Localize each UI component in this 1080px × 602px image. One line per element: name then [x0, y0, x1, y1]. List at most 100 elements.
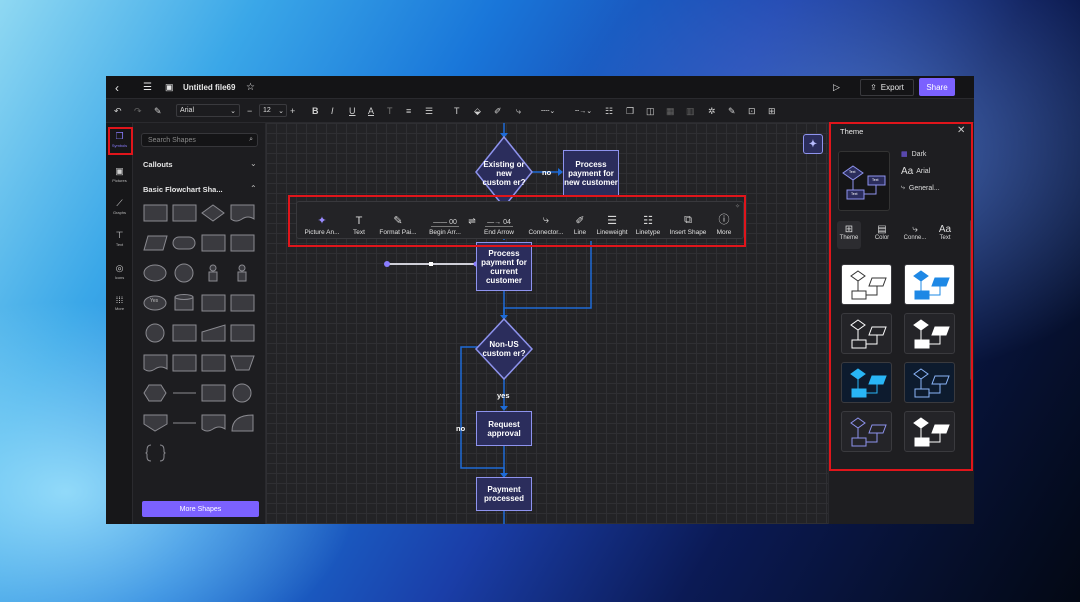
node-payment-processed[interactable]: Payment processed	[476, 477, 532, 511]
underline-icon[interactable]: U	[349, 106, 356, 116]
tab-color[interactable]: ▤Color	[870, 224, 894, 241]
shape-item-rect[interactable]	[230, 292, 255, 314]
shape-item-ellipse[interactable]	[143, 262, 168, 284]
begin-arrow-button[interactable]: —— 00 Begin Arr...	[429, 219, 461, 236]
rail-item-symbols[interactable]: ❒Symbols	[106, 131, 133, 148]
export-button[interactable]: ⇪Export	[860, 79, 914, 96]
bold-icon[interactable]: B	[312, 106, 319, 116]
ai-assistant-icon[interactable]: ✦	[803, 134, 823, 154]
arrow-style-select[interactable]: ╌→⌄	[575, 107, 593, 115]
chevron-up-icon[interactable]: ⌃	[250, 184, 257, 193]
shape-item-person[interactable]	[230, 262, 255, 284]
shape-item-hex[interactable]	[143, 382, 168, 404]
more-shapes-button[interactable]: More Shapes	[142, 501, 259, 517]
magic-icon[interactable]: ✲	[708, 105, 716, 116]
search-input[interactable]: Search Shapes ⌕	[141, 133, 258, 147]
shape-item-rect[interactable]	[230, 232, 255, 254]
shape-item-doc[interactable]	[230, 202, 255, 224]
lock-icon[interactable]: ⊡	[748, 105, 756, 116]
line-color-icon[interactable]: ✐	[494, 105, 502, 116]
format-painter-icon[interactable]: ✎	[154, 105, 162, 116]
canvas[interactable]: Existing or new custom er? Process payme…	[266, 123, 828, 524]
back-icon[interactable]: ‹	[115, 80, 119, 95]
layer-icon[interactable]: ◫	[646, 105, 655, 116]
shape-item-yes[interactable]: Yes	[143, 292, 168, 314]
shape-item-doc[interactable]	[201, 412, 226, 434]
text-icon[interactable]: T	[454, 106, 460, 116]
line-button[interactable]: ✐Line	[573, 215, 587, 236]
shape-item-arc[interactable]	[230, 412, 255, 434]
node-request-approval[interactable]: Request approval	[476, 411, 532, 446]
lineweight-button[interactable]: ☰Lineweight	[596, 215, 628, 236]
rail-item-text[interactable]: ⊤Text	[106, 230, 133, 247]
shape-item-para[interactable]	[143, 232, 168, 254]
italic-icon[interactable]: I	[331, 106, 334, 116]
connector-button[interactable]: ⤷Connector...	[528, 214, 564, 236]
strikethrough-icon[interactable]: T	[387, 106, 393, 116]
play-icon[interactable]: ▷	[833, 82, 840, 92]
rail-item-icons[interactable]: ◎Icons	[106, 263, 133, 280]
shape-item-brace[interactable]	[143, 442, 168, 464]
shape-item-rect[interactable]	[172, 352, 197, 374]
distribute-icon[interactable]: ☷	[605, 105, 614, 116]
fill-icon[interactable]: ⬙	[474, 105, 481, 116]
shape-item-slope[interactable]	[201, 322, 226, 344]
linetype-button[interactable]: ☷Linetype	[635, 215, 661, 236]
theme-style-card[interactable]	[904, 362, 955, 403]
theme-color-dark[interactable]: ▦Dark	[901, 150, 927, 159]
theme-style-card[interactable]	[841, 411, 892, 452]
font-select[interactable]: Arial⌄	[176, 104, 240, 117]
theme-style-card[interactable]	[904, 264, 955, 305]
pin-icon[interactable]: ✧	[735, 204, 741, 210]
theme-style-card[interactable]	[904, 313, 955, 354]
line-spacing-icon[interactable]: ☰	[425, 105, 434, 116]
shape-item-rect[interactable]	[201, 352, 226, 374]
theme-style-card[interactable]	[904, 411, 955, 452]
shape-item-rect[interactable]	[201, 382, 226, 404]
tab-theme[interactable]: ⊞Theme	[837, 224, 861, 241]
shape-item-rect[interactable]	[230, 322, 255, 344]
theme-style-card[interactable]	[841, 264, 892, 305]
shape-item-circle[interactable]	[172, 262, 197, 284]
chevron-down-icon[interactable]: ⌄	[250, 159, 257, 168]
scrollbar[interactable]	[970, 220, 973, 380]
connector-icon[interactable]: ⤷	[516, 105, 522, 116]
callouts-section[interactable]: Callouts	[143, 160, 173, 169]
node-process-current[interactable]: Process payment for current customer	[476, 242, 532, 291]
shape-item-circle[interactable]	[143, 322, 168, 344]
node-process-new[interactable]: Process payment for new customer	[563, 150, 619, 196]
undo-icon[interactable]: ↶	[114, 105, 122, 116]
font-size-select[interactable]: 12⌄	[259, 104, 287, 117]
shape-item-person[interactable]	[201, 262, 226, 284]
align-objects-icon[interactable]: ▥	[686, 105, 695, 116]
edit-icon[interactable]: ✎	[728, 105, 736, 116]
end-arrow-button[interactable]: —→ 04 End Arrow	[484, 219, 514, 236]
theme-style-card[interactable]	[841, 362, 892, 403]
shape-item-trap[interactable]	[230, 352, 255, 374]
tab-connector[interactable]: ⤷Conne...	[900, 224, 930, 241]
shape-item-shield[interactable]	[143, 412, 168, 434]
copy-icon[interactable]: ❐	[626, 105, 635, 116]
menu-icon[interactable]: ☰	[143, 82, 152, 93]
shape-item-wave[interactable]	[143, 352, 168, 374]
group-icon[interactable]: ▦	[666, 105, 675, 116]
shape-item-pill[interactable]	[172, 232, 197, 254]
share-button[interactable]: Share	[919, 78, 955, 96]
shape-item-rect[interactable]	[172, 202, 197, 224]
theme-connector-general[interactable]: ⤷General...	[901, 184, 940, 192]
format-painter-button[interactable]: ✎Format Pai...	[379, 215, 417, 236]
find-replace-icon[interactable]: ⊞	[768, 105, 776, 116]
shape-item-rect[interactable]	[201, 232, 226, 254]
swap-arrows-icon[interactable]: ⇌	[468, 216, 476, 226]
shape-item-rect[interactable]	[172, 322, 197, 344]
shape-item-cyl[interactable]	[172, 292, 197, 314]
shape-item-rect[interactable]	[143, 202, 168, 224]
shape-item-rect[interactable]	[201, 292, 226, 314]
align-icon[interactable]: ≡	[406, 106, 412, 116]
basic-flowchart-section[interactable]: Basic Flowchart Sha...	[143, 185, 223, 194]
shape-item-line[interactable]	[172, 382, 197, 404]
